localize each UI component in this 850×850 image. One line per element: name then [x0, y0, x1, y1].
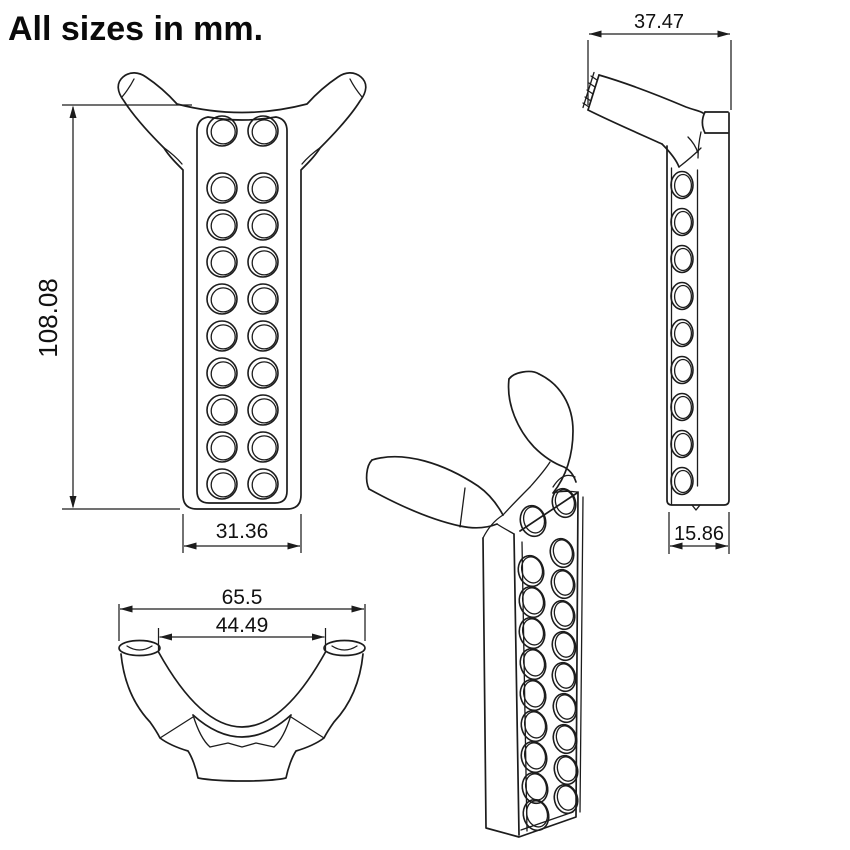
top-seam-line: [209, 742, 275, 748]
arrowhead-down: [69, 496, 77, 509]
arrowhead-right: [351, 605, 364, 613]
iso-junction-curve: [529, 461, 551, 488]
dim-side-width: 37.47: [587, 11, 732, 110]
front-crease-right: [301, 146, 322, 165]
top-tip-bore-left: [126, 645, 153, 651]
dim-top-outer: 65.5: [118, 586, 366, 641]
side-fork-curve: [697, 131, 702, 159]
top-connector-left: [192, 714, 211, 748]
dim-label-top-inner: 44.49: [216, 614, 269, 637]
iso-junction: [482, 461, 576, 539]
top-saddle-arc: [157, 651, 327, 728]
top-crease-left: [159, 716, 194, 739]
iso-left-horn: [365, 455, 504, 529]
iso-face-top-edge: [519, 492, 578, 532]
top-tip-left: [118, 639, 161, 657]
arrowhead-right: [717, 30, 730, 38]
front-view: [117, 72, 367, 510]
top-crease-right: [290, 716, 325, 739]
iso-partial-hole-arc: [552, 474, 576, 488]
side-view: [582, 71, 730, 511]
iso-right-horn-cap: [508, 370, 540, 380]
arrowhead-up: [69, 105, 77, 118]
front-crease-left: [162, 146, 183, 165]
iso-front-left-edge: [513, 533, 520, 836]
front-outline: [117, 72, 367, 510]
iso-right-side-edge: [579, 496, 584, 813]
arrowhead-left: [670, 542, 683, 550]
top-view: [118, 639, 366, 782]
side-column-outline: [666, 112, 730, 506]
dim-top-inner: 44.49: [157, 614, 327, 650]
arrowhead-left: [120, 605, 133, 613]
iso-right-horn-inner-edge: [507, 378, 577, 483]
side-fork-curve: [678, 147, 702, 168]
iso-left-horn-crease: [459, 487, 466, 528]
dim-front-height: 108.08: [33, 104, 192, 510]
dim-label-side-width: 37.47: [634, 11, 684, 33]
side-arm-cap: [587, 74, 600, 111]
side-fork-curve: [687, 136, 699, 154]
iso-junction-curve: [502, 486, 531, 516]
arrowhead-left: [589, 30, 602, 38]
front-tip-cap-right: [349, 78, 363, 98]
dim-label-front-width: 31.36: [216, 520, 269, 543]
front-tip-cap-left: [121, 78, 135, 98]
top-saddle-arc-inner: [192, 714, 292, 738]
side-arm-bottom-edge: [587, 109, 663, 145]
iso-right-horn-join: [552, 490, 578, 494]
isometric-view: [365, 370, 584, 838]
drawing-title: All sizes in mm.: [8, 10, 263, 48]
dim-label-front-height: 108.08: [33, 278, 63, 358]
top-tip-right: [323, 639, 366, 657]
dim-label-side-thickness: 15.86: [674, 523, 724, 545]
arrowhead-left: [184, 542, 197, 550]
dim-side-thickness: 15.86: [668, 512, 730, 554]
side-rear-tab: [701, 111, 729, 134]
front-inner-face: [196, 116, 288, 504]
iso-junction-curve: [482, 514, 504, 539]
iso-left-horn-cap: [365, 459, 373, 490]
arrowhead-right: [312, 633, 325, 641]
dim-label-top-outer: 65.5: [222, 586, 263, 609]
side-bottom-notch: [691, 504, 701, 511]
top-tip-bore-right: [331, 645, 358, 651]
top-outer-outline: [120, 653, 364, 782]
arrowhead-right: [287, 542, 300, 550]
arrowhead-right: [715, 542, 728, 550]
arrowhead-left: [159, 633, 172, 641]
iso-junction-curve: [496, 523, 515, 535]
iso-left-horn-top-edge: [371, 455, 504, 516]
side-fork-curve: [661, 143, 680, 168]
top-connector-right: [273, 714, 292, 748]
side-arm-top-edge: [598, 74, 704, 114]
dim-front-width: 31.36: [182, 514, 302, 553]
